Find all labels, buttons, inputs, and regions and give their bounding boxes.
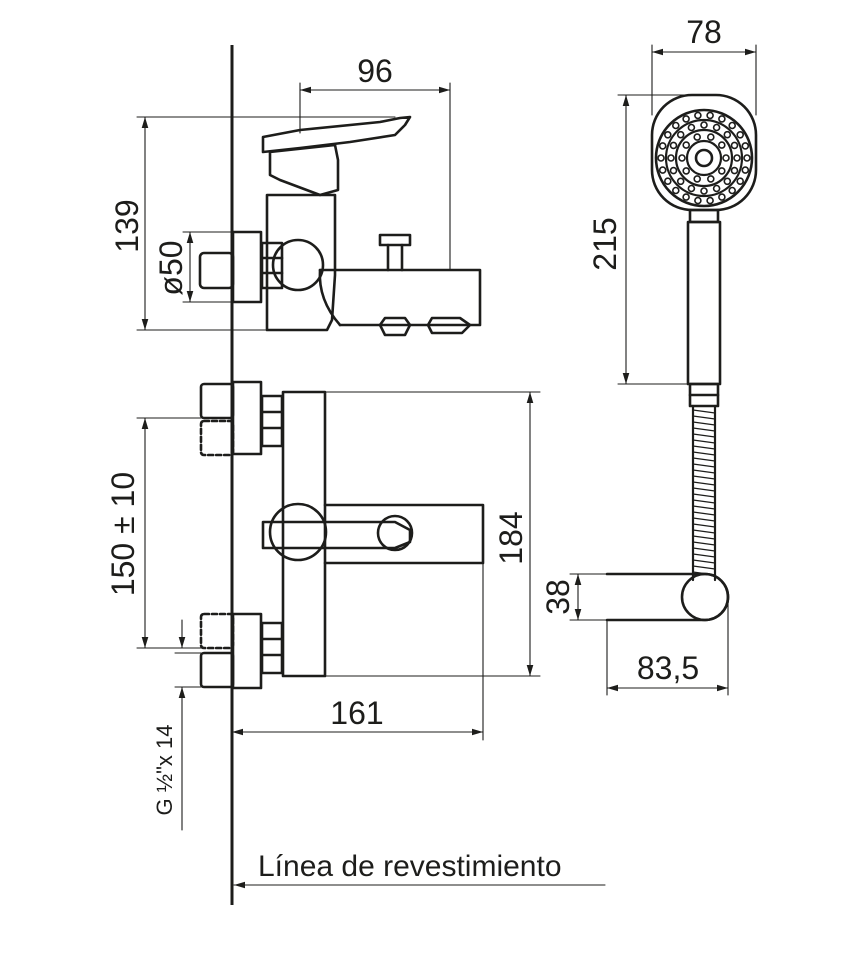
hose-ridge bbox=[692, 505, 716, 510]
nozzle-dot bbox=[706, 196, 714, 205]
nozzle-dot bbox=[669, 166, 678, 175]
nozzle-dot bbox=[733, 154, 741, 162]
nozzle-dot bbox=[723, 130, 732, 139]
dim-78: 78 bbox=[686, 14, 722, 50]
hose-ridge bbox=[692, 439, 716, 444]
nozzle-dot bbox=[667, 154, 675, 162]
nozzle-dot bbox=[671, 121, 680, 130]
nozzle-dot bbox=[663, 177, 672, 185]
nozzle-dot bbox=[682, 141, 691, 149]
hose-ridge bbox=[692, 529, 716, 534]
hose-ridge bbox=[692, 481, 716, 486]
nozzle-dot bbox=[706, 133, 715, 141]
nozzle-dot bbox=[722, 154, 730, 162]
nozzle-dot bbox=[706, 175, 715, 183]
hose-ridge bbox=[692, 541, 716, 546]
hose-ridge bbox=[692, 475, 716, 480]
nozzle-dot bbox=[736, 131, 745, 139]
hose-ridge bbox=[692, 427, 716, 432]
nozzle-dot bbox=[728, 186, 737, 195]
cladding-line-caption: Línea de revestimiento bbox=[258, 850, 562, 883]
hose-ridge bbox=[692, 451, 716, 456]
side-view bbox=[136, 82, 482, 337]
hose-ridge bbox=[692, 553, 716, 558]
dim-diameter-50: ø50 bbox=[153, 240, 189, 295]
hose-ridge bbox=[692, 547, 716, 552]
dim-96: 96 bbox=[357, 53, 393, 89]
nozzle-dot bbox=[741, 166, 750, 174]
nozzle-dot bbox=[663, 131, 672, 139]
hose-ridge bbox=[692, 415, 716, 420]
nozzle-dot bbox=[728, 121, 737, 130]
nozzle-dot bbox=[669, 141, 678, 150]
nozzle-dot bbox=[723, 177, 732, 186]
hose-ridge bbox=[692, 445, 716, 450]
nozzle-dot bbox=[693, 175, 702, 183]
front-view bbox=[136, 380, 541, 831]
hose-ridge bbox=[692, 487, 716, 492]
nozzle-dot bbox=[718, 115, 726, 123]
hose-ridge bbox=[692, 463, 716, 468]
nozzle-dot bbox=[658, 166, 667, 174]
hose-ridge bbox=[692, 457, 716, 462]
nozzle-dot bbox=[682, 193, 690, 201]
nozzle-dot bbox=[717, 167, 726, 175]
nozzle-dot bbox=[736, 177, 745, 185]
hose-ridge bbox=[692, 535, 716, 540]
nozzle-dot bbox=[706, 111, 714, 120]
hose-ridge bbox=[692, 433, 716, 438]
dim-139: 139 bbox=[109, 199, 145, 252]
nozzle-dot bbox=[730, 166, 739, 175]
nozzle-dot bbox=[741, 142, 750, 150]
hose-ridge bbox=[692, 523, 716, 528]
hose-ridge bbox=[692, 409, 716, 414]
nozzle-dot bbox=[658, 142, 667, 150]
dim-38: 38 bbox=[540, 579, 576, 615]
nozzle-dot bbox=[717, 141, 726, 149]
dim-161: 161 bbox=[330, 695, 383, 731]
hose-ridge bbox=[692, 469, 716, 474]
nozzle-dot bbox=[693, 133, 702, 141]
nozzle-dot bbox=[671, 186, 680, 195]
nozzle-dot bbox=[743, 154, 751, 162]
nozzle-dot bbox=[718, 193, 726, 201]
dim-150: 150 ± 10 bbox=[105, 472, 141, 596]
hand-shower-view bbox=[569, 44, 758, 696]
hose-ridge bbox=[692, 421, 716, 426]
dim-83-5: 83,5 bbox=[637, 650, 699, 686]
hose-ridge bbox=[692, 517, 716, 522]
nozzle-dot bbox=[712, 123, 721, 132]
nozzle-dot bbox=[694, 196, 702, 205]
nozzle-dot bbox=[687, 184, 696, 193]
nozzle-dot bbox=[657, 154, 665, 162]
hose-ridge bbox=[692, 511, 716, 516]
hose-ridge bbox=[692, 559, 716, 564]
nozzle-dot bbox=[700, 187, 708, 195]
nozzle-dot bbox=[676, 130, 685, 139]
hose-ridge bbox=[692, 493, 716, 498]
dim-215: 215 bbox=[587, 217, 623, 270]
hose-ridge bbox=[692, 499, 716, 504]
nozzle-dot bbox=[682, 115, 690, 123]
nozzle-dot bbox=[676, 177, 685, 186]
nozzle-dot bbox=[687, 123, 696, 132]
dim-184: 184 bbox=[493, 511, 529, 564]
nozzle-dot bbox=[678, 154, 686, 162]
nozzle-dot bbox=[700, 121, 708, 129]
hose-ridge bbox=[692, 565, 716, 570]
nozzle-dot bbox=[694, 111, 702, 120]
nozzle-dot bbox=[712, 184, 721, 193]
nozzle-dot bbox=[730, 141, 739, 150]
dim-thread: G ½"x 14 bbox=[152, 725, 177, 816]
nozzle-dot bbox=[682, 167, 691, 175]
